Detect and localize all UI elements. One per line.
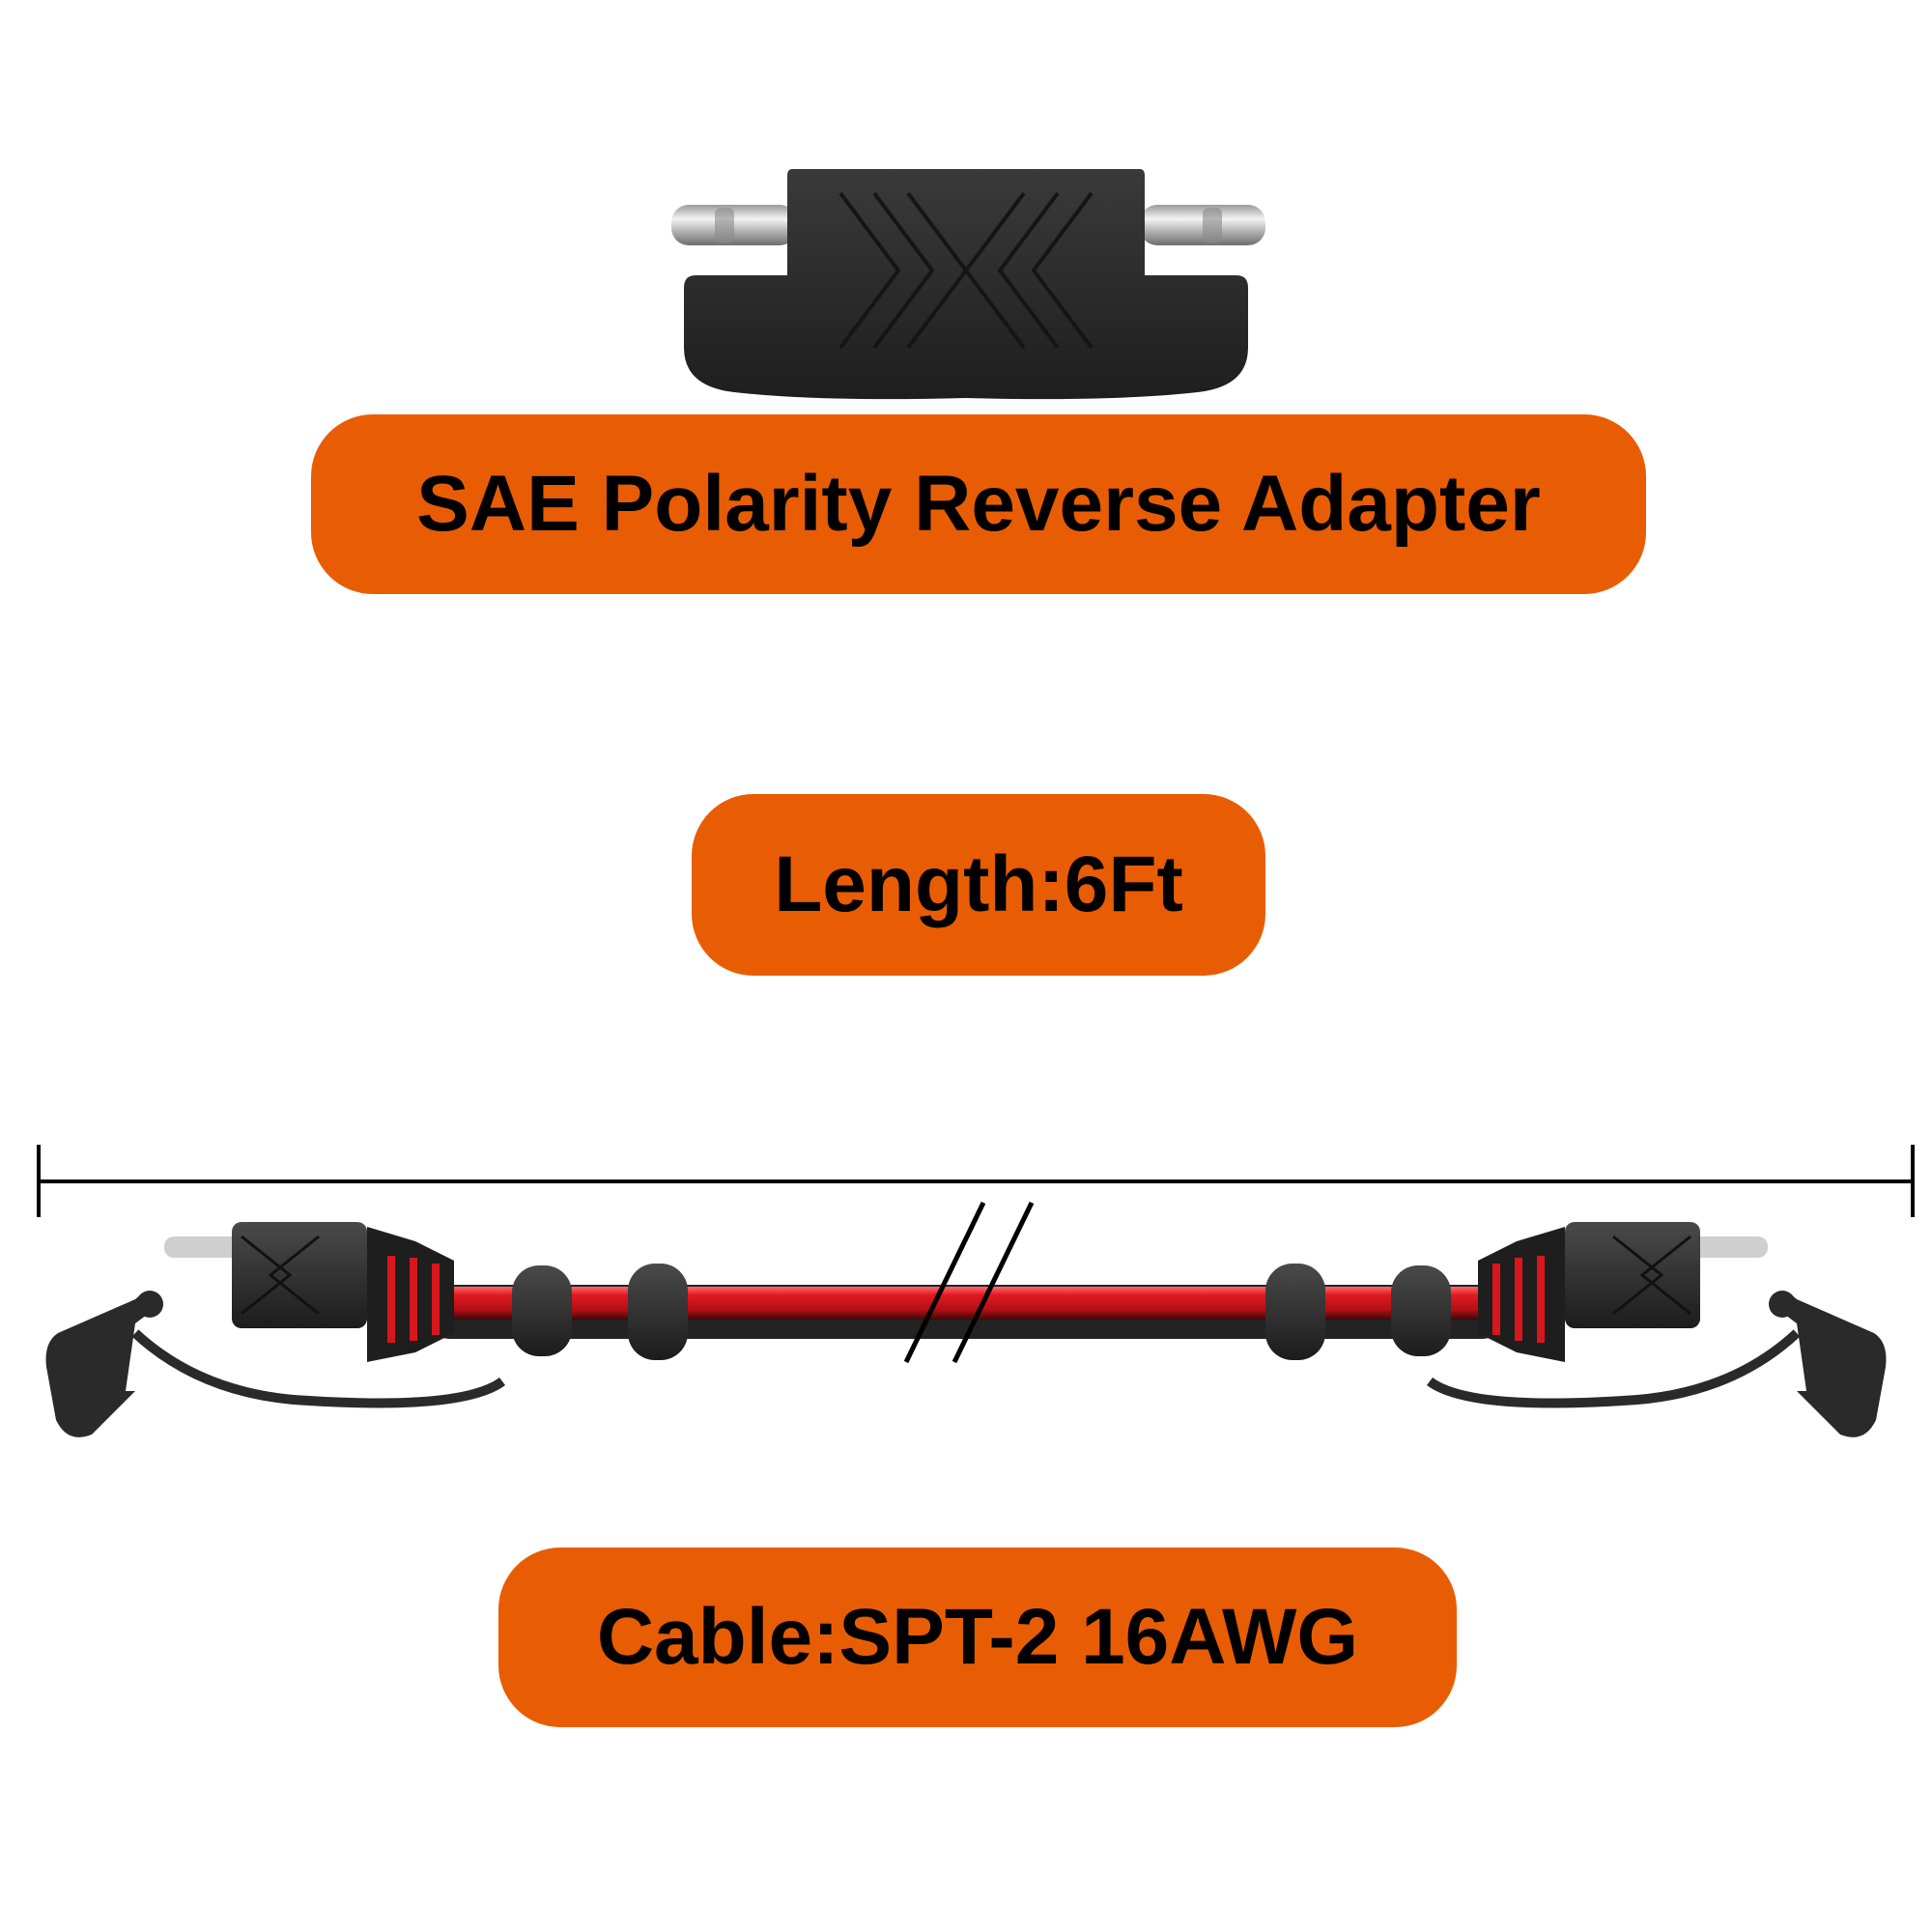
length-dimension-line <box>37 1145 1915 1217</box>
sae-extension-cable-illustration <box>45 1201 1887 1437</box>
cable-badge: Cable:SPT-2 16AWG <box>498 1548 1457 1727</box>
sae-adapter-illustration <box>671 169 1265 400</box>
title-label: SAE Polarity Reverse Adapter <box>416 460 1541 548</box>
left-sae-connector <box>45 1222 505 1437</box>
title-badge: SAE Polarity Reverse Adapter <box>311 414 1646 594</box>
left-metal-pin <box>671 205 797 245</box>
wire-clips <box>512 1264 1451 1360</box>
length-badge: Length:6Ft <box>692 794 1265 976</box>
cut-mark <box>903 1201 1035 1364</box>
chevron-pattern <box>838 191 1094 350</box>
cable-wire <box>425 1285 1507 1339</box>
right-metal-pin <box>1140 205 1265 245</box>
cable-label: Cable:SPT-2 16AWG <box>596 1593 1359 1681</box>
right-sae-connector <box>1427 1222 1887 1437</box>
length-label: Length:6Ft <box>774 840 1183 928</box>
adapter-body <box>684 169 1248 400</box>
